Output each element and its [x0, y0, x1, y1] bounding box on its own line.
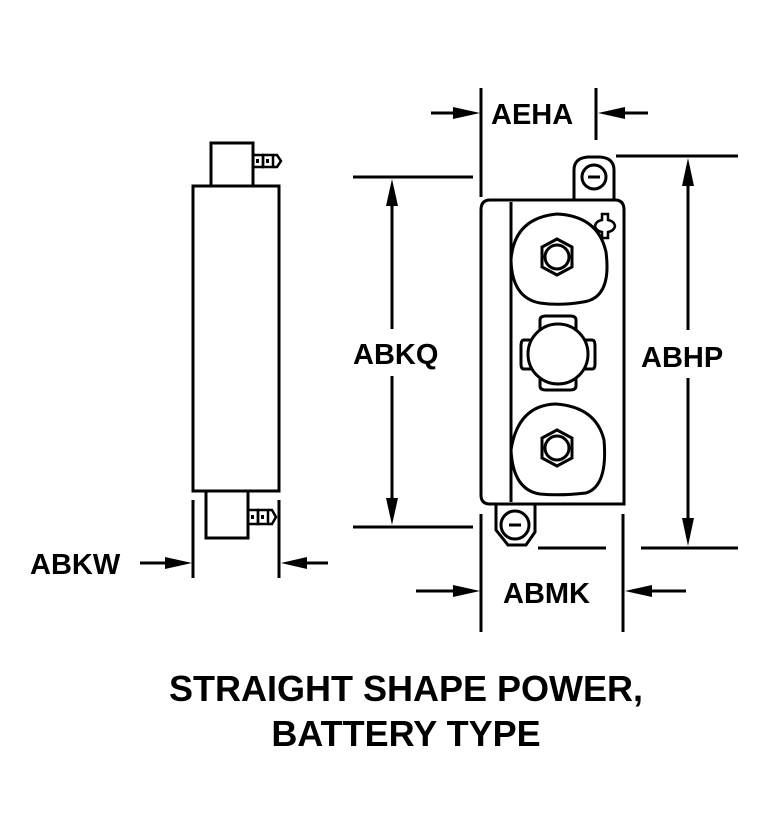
bottom-mount-tab — [494, 504, 537, 547]
caption-line-1: STRAIGHT SHAPE POWER, — [169, 668, 643, 709]
dim-label-aeha: AEHA — [491, 99, 573, 131]
side-body — [191, 184, 281, 493]
dim-label-abkw: ABKW — [30, 549, 121, 581]
abhp-arrow-bottom — [682, 518, 694, 546]
key-indicator-icon — [593, 212, 617, 240]
side-bottom-terminal — [204, 489, 250, 540]
side-view: ABKW — [30, 141, 328, 581]
side-top-screw-icon — [251, 153, 283, 169]
abkq-arrow-top — [386, 179, 398, 206]
side-top-terminal — [209, 141, 255, 188]
aeha-arrow-left — [453, 107, 480, 119]
center-connector-icon — [519, 314, 597, 392]
abkq-arrow-bottom — [386, 498, 398, 525]
negative-terminal-top-icon — [580, 163, 608, 191]
dim-label-abkq: ABKQ — [353, 339, 438, 371]
front-body — [479, 198, 626, 506]
aeha-arrow-right — [598, 107, 625, 119]
caption-line-2: BATTERY TYPE — [271, 713, 540, 754]
dim-label-abhp: ABHP — [641, 342, 723, 374]
top-mount-tab — [572, 155, 616, 200]
front-view: AEHA ABKQ ABHP ABMK — [353, 88, 738, 632]
negative-terminal-bottom-icon — [499, 509, 531, 541]
abkw-arrow-right — [281, 557, 307, 569]
abkw-arrow-left — [165, 557, 192, 569]
abhp-arrow-top — [682, 158, 694, 186]
abmk-arrow-right — [625, 585, 652, 597]
lower-terminal-boss — [509, 402, 607, 497]
upper-hex-nut-icon — [540, 237, 574, 277]
lower-hex-nut-icon — [540, 428, 574, 468]
dim-label-abmk: ABMK — [503, 578, 590, 610]
side-bottom-screw-icon — [246, 508, 278, 526]
abmk-arrow-left — [453, 585, 480, 597]
upper-terminal-boss — [509, 212, 609, 306]
